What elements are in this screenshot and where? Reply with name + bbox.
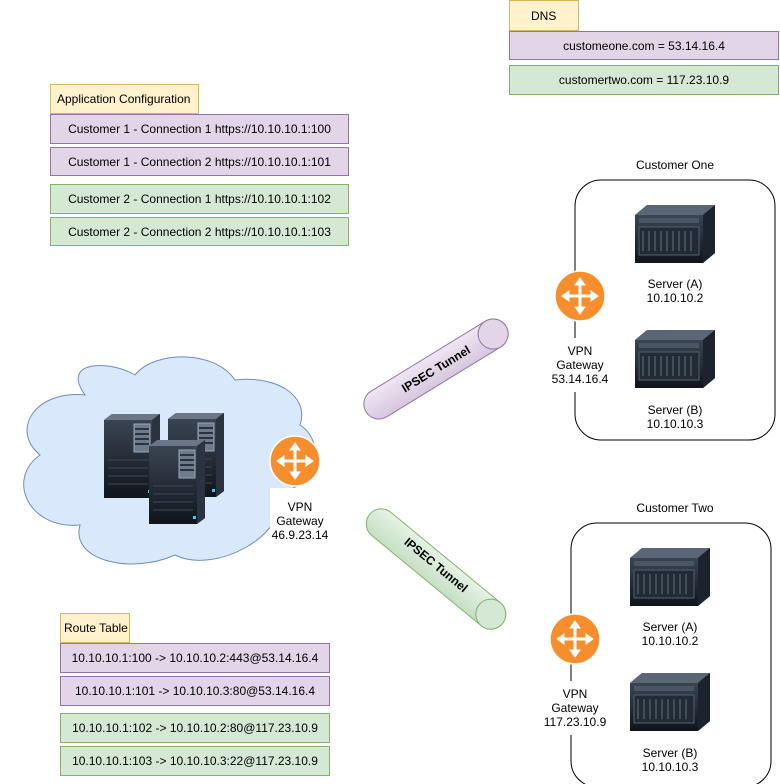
- server-tower-icon: [148, 439, 206, 525]
- customer-one-server-a-label: Server (A) 10.10.10.2: [646, 277, 704, 305]
- router-icon: [268, 434, 322, 488]
- dns-entry: customertwo.com = 117.23.10.9: [509, 65, 779, 95]
- customer-one-server-b-label: Server (B) 10.10.10.3: [646, 403, 704, 431]
- rack-server-icon: [629, 547, 711, 607]
- router-icon: [553, 269, 607, 323]
- router-icon: [548, 612, 602, 666]
- dns-entry: customeone.com = 53.14.16.4: [509, 31, 779, 60]
- customer-one-gateway-label: VPN Gateway 53.14.16.4: [545, 338, 615, 392]
- customer-two-gateway-label: VPN Gateway 117.23.10.9: [538, 681, 612, 735]
- route-table-entry: 10.10.10.1:103 -> 10.10.10.3:22@117.23.1…: [60, 746, 330, 776]
- dns-title: DNS: [509, 0, 579, 31]
- customer-two-server-a-label: Server (A) 10.10.10.2: [641, 620, 699, 648]
- app-config-title: Application Configuration: [50, 84, 199, 114]
- local-gateway-label: VPN Gateway 46.9.23.14: [270, 488, 330, 542]
- app-config-entry: Customer 1 - Connection 2 https://10.10.…: [50, 147, 349, 176]
- customer-two-server-b-label: Server (B) 10.10.10.3: [641, 746, 699, 774]
- rack-server-icon: [634, 204, 716, 264]
- route-table-title: Route Table: [60, 613, 130, 643]
- app-config-entry: Customer 1 - Connection 1 https://10.10.…: [50, 114, 349, 144]
- route-table-entry: 10.10.10.1:101 -> 10.10.10.3:80@53.14.16…: [60, 676, 330, 706]
- rack-server-icon: [634, 329, 716, 389]
- customer-two-title: Customer Two: [636, 501, 714, 515]
- route-table-entry: 10.10.10.1:100 -> 10.10.10.2:443@53.14.1…: [60, 643, 330, 673]
- app-config-entry: Customer 2 - Connection 2 https://10.10.…: [50, 217, 349, 246]
- customer-one-title: Customer One: [635, 158, 715, 172]
- route-table-entry: 10.10.10.1:102 -> 10.10.10.2:80@117.23.1…: [60, 713, 330, 743]
- ipsec-tunnel-2: [365, 508, 507, 630]
- rack-server-icon: [629, 672, 711, 732]
- ipsec-tunnel-1: [363, 318, 509, 420]
- app-config-entry: Customer 2 - Connection 1 https://10.10.…: [50, 184, 349, 214]
